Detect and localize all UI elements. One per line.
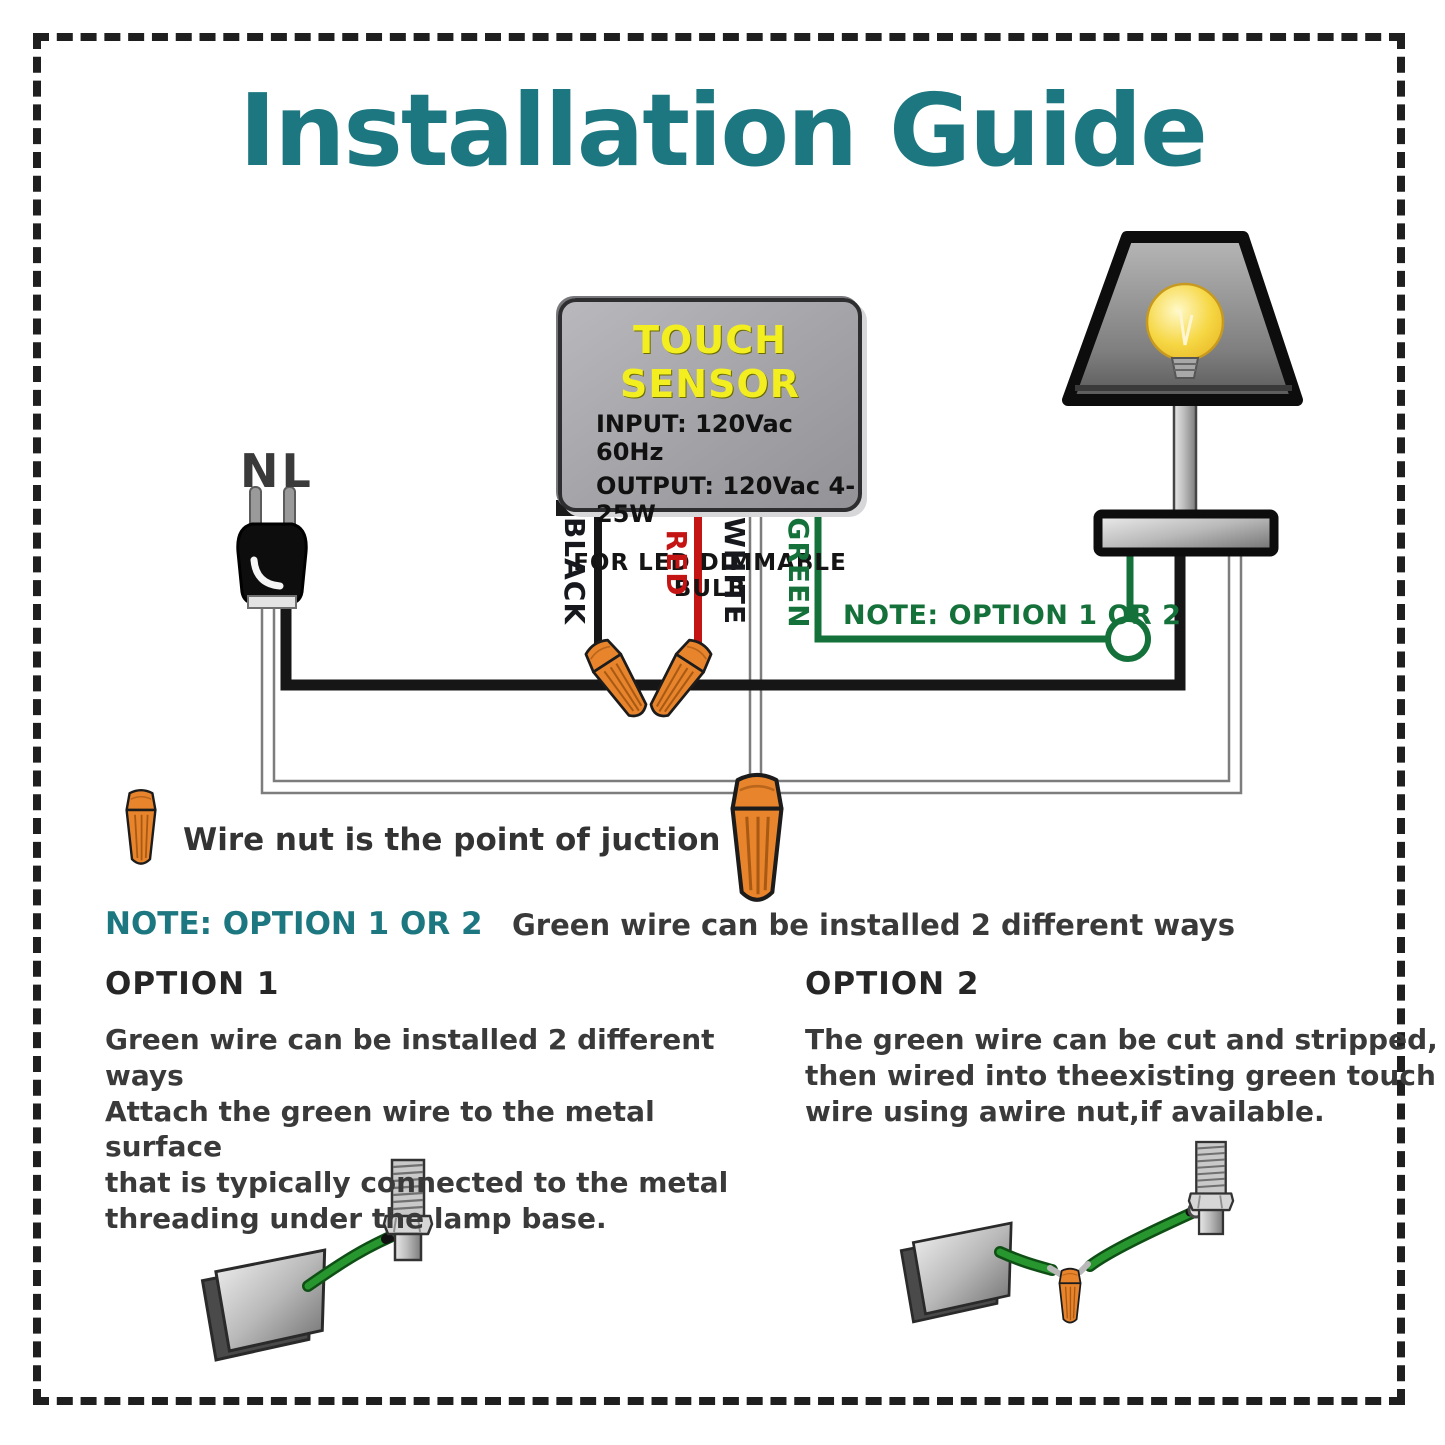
wire-nut-legend-text: Wire nut is the point of juction: [183, 822, 721, 858]
sensor-output-spec: OUTPUT: 120Vac 4-25W: [596, 472, 856, 528]
sensor-input-spec: INPUT: 120Vac 60Hz: [596, 410, 793, 466]
sensor-title: TOUCH SENSOR: [619, 318, 801, 406]
wire-label-green: GREEN: [782, 517, 815, 629]
note-option-text: Green wire can be installed 2 different …: [512, 908, 1236, 942]
wire-label-black: BLACK: [558, 516, 591, 626]
sensor-footer: FOR LED DIMMABLE BULB: [573, 550, 847, 602]
wire-label-white: WHITE: [718, 517, 751, 625]
plug-nl-label: NL: [240, 444, 314, 498]
option1-heading: OPTION 1: [105, 966, 280, 1002]
wire-label-red: RED: [660, 529, 693, 597]
diagram-note: NOTE: OPTION 1 OR 2: [843, 600, 1182, 631]
option2-heading: OPTION 2: [805, 966, 980, 1002]
option2-body: The green wire can be cut and stripped, …: [805, 1023, 1438, 1128]
option1-body: Green wire can be installed 2 different …: [105, 1023, 729, 1236]
touch-sensor-box: TOUCH SENSOR INPUT: 120Vac 60Hz OUTPUT: …: [558, 298, 862, 602]
page-title: Installation Guide: [239, 72, 1208, 189]
note-option-label: NOTE: OPTION 1 OR 2: [105, 906, 483, 942]
page-border: [33, 33, 1405, 1405]
